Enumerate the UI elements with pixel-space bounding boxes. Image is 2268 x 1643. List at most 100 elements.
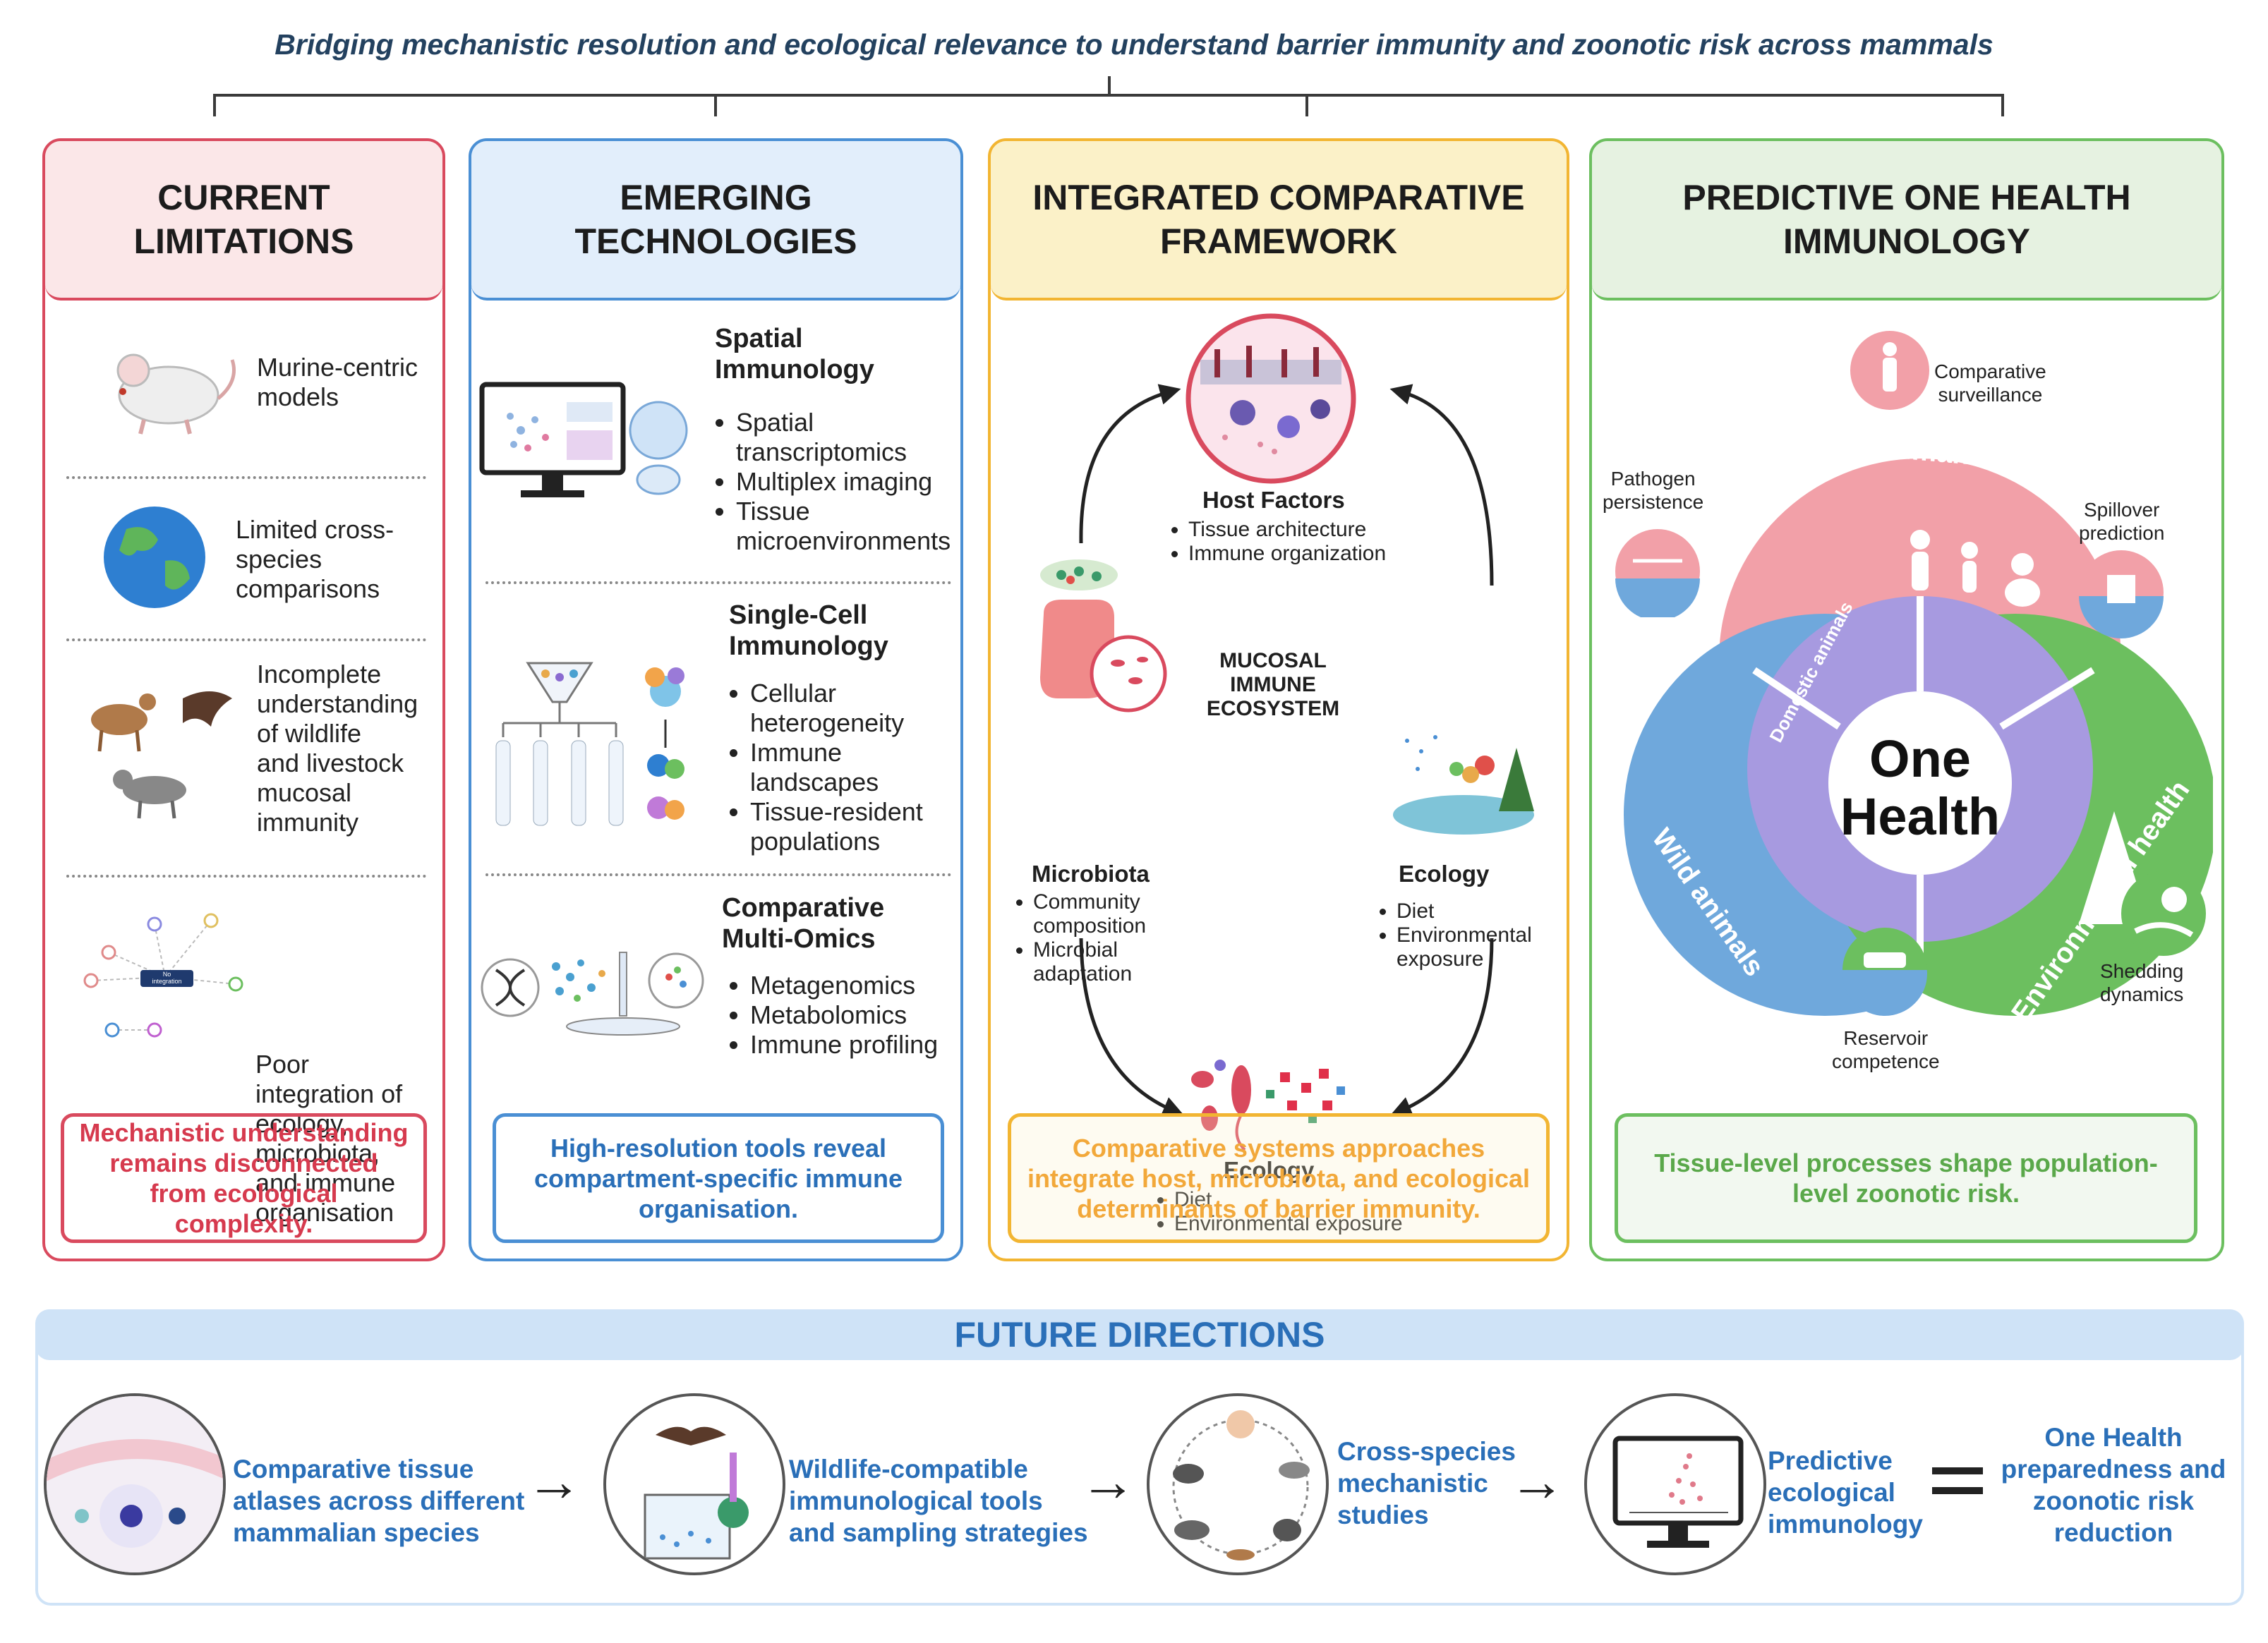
arrow-right-icon: →: [1080, 1450, 1136, 1512]
pathogen-persistence-label: Pathogen persistence: [1603, 468, 1704, 513]
network-icon: [83, 913, 243, 1038]
column-header: CURRENT LIMITATIONS: [45, 141, 442, 301]
column-header: PREDICTIVE ONE HEALTH IMMUNOLOGY: [1592, 141, 2221, 301]
bullet: Environmental exposure: [1174, 1212, 1471, 1236]
one-health-venn: [1624, 459, 2213, 1016]
step-cross-species: Cross-species mechanistic studies: [1337, 1437, 1516, 1529]
predictive-ecology-icon: [1584, 1393, 1766, 1575]
ecology-bottom-title: Ecology: [1224, 1157, 1315, 1183]
section-single-cell-title: Single-Cell Immunology: [729, 600, 888, 661]
column-header: EMERGING TECHNOLOGIES: [471, 141, 960, 301]
cycle-arrows: [1079, 384, 1494, 1117]
ecology-bottom-bullets: Diet Environmental exposure: [1153, 1188, 1471, 1236]
step-wildlife-tools: Wildlife-compatible immunological tools …: [789, 1455, 1088, 1547]
ecology-right-title: Ecology: [1399, 861, 1490, 887]
column-current-limitations: CURRENT LIMITATIONS Murine-centric model…: [42, 138, 445, 1261]
mouse-icon: [116, 353, 236, 435]
column-header-text: PREDICTIVE ONE HEALTH IMMUNOLOGY: [1682, 178, 2131, 261]
comparative-surveillance-label: Comparative surveillance: [1934, 360, 2046, 406]
divider: [485, 873, 951, 876]
section-multi-omics-title: Comparative Multi-Omics: [722, 893, 885, 954]
bracket-tick-3: [1305, 94, 1308, 116]
mucosal-immune-ecosystem-label: MUCOSAL IMMUNE ECOSYSTEM: [1206, 649, 1340, 720]
bullet: Environmental exposure: [1397, 923, 1567, 971]
summary-current-limitations: Mechanistic understanding remains discon…: [61, 1113, 427, 1243]
bullet: Tissue microenvironments: [736, 497, 960, 556]
bullet: Microbial adaptation: [1033, 938, 1217, 986]
shedding-dynamics-label: Shedding dynamics: [2100, 960, 2184, 1005]
bullet: Spatial transcriptomics: [736, 408, 960, 467]
cross-species-icon: [1147, 1393, 1329, 1575]
bracket-tick-4: [2001, 94, 2004, 116]
column-header-text: EMERGING TECHNOLOGIES: [574, 178, 857, 261]
globe-icon: [104, 507, 205, 608]
bullet: Multiplex imaging: [736, 467, 960, 497]
limitation-wildlife: Incomplete understanding of wildlife and…: [257, 660, 418, 837]
bullet: Immune profiling: [750, 1030, 960, 1060]
section-spatial-bullets: Spatial transcriptomics Multiplex imagin…: [715, 408, 960, 556]
column-integrated-framework: INTEGRATED COMPARATIVE FRAMEWORK Host Fa…: [988, 138, 1569, 1261]
wildlife-tools-icon: [603, 1393, 785, 1575]
spillover-prediction-label: Spillover prediction: [2079, 499, 2165, 544]
microbiota-gut-icon: [1040, 559, 1167, 713]
host-tissue-icon: [1186, 313, 1356, 484]
arrow-right-icon: →: [1509, 1450, 1565, 1512]
step-predictive-ecology: Predictive ecological immunology: [1768, 1446, 1923, 1539]
bracket-horizontal: [213, 94, 2004, 97]
column-predictive-one-health: PREDICTIVE ONE HEALTH IMMUNOLOGY One Hea…: [1589, 138, 2224, 1261]
reservoir-competence-label: Reservoir competence: [1832, 1027, 1940, 1072]
column-header: INTEGRATED COMPARATIVE FRAMEWORK: [991, 141, 1567, 301]
bullet: Diet: [1397, 899, 1567, 923]
column-header-text: CURRENT LIMITATIONS: [133, 178, 354, 261]
bullet: Tissue-resident populations: [750, 797, 960, 856]
outcome-one-health: One Health preparedness and zoonotic ris…: [2001, 1423, 2226, 1547]
spillover-prediction-icon: [2079, 550, 2164, 638]
microbiota-bullets: Community composition Microbial adaptati…: [1012, 890, 1217, 986]
summary-emerging-technologies: High-resolution tools reveal compartment…: [493, 1113, 944, 1243]
step-tissue-atlases: Comparative tissue atlases across differ…: [233, 1455, 525, 1547]
bracket-center-tick: [1108, 76, 1111, 95]
bullet: Community composition: [1033, 890, 1217, 938]
ecology-right-bullets: Diet Environmental exposure: [1375, 899, 1567, 971]
divider: [66, 476, 426, 479]
bracket-tick-1: [213, 94, 216, 116]
figure-title: Bridging mechanistic resolution and ecol…: [275, 28, 1993, 61]
divider: [485, 581, 951, 584]
host-factors-bullets: Tissue architecture Immune organization: [1167, 518, 1471, 566]
no-integration-label: No integration: [152, 971, 182, 985]
bullet: Diet: [1174, 1188, 1471, 1212]
column-header-text: INTEGRATED COMPARATIVE FRAMEWORK: [1032, 178, 1525, 261]
limitation-murine: Murine-centric models: [257, 353, 418, 411]
microbiota-title: Microbiota: [1032, 861, 1150, 887]
future-directions-header: FUTURE DIRECTIONS: [35, 1309, 2244, 1360]
ecology-landscape-icon: [1393, 735, 1534, 835]
bullet: Metagenomics: [750, 971, 960, 1000]
section-single-cell-bullets: Cellular heterogeneity Immune landscapes…: [729, 679, 960, 856]
bullet: Metabolomics: [750, 1000, 960, 1030]
divider: [66, 875, 426, 878]
limitation-cross-species: Limited cross- species comparisons: [236, 515, 394, 603]
tissue-atlas-icon: [44, 1393, 226, 1575]
section-spatial-title: Spatial Immunology: [715, 324, 874, 384]
pathogen-persistence-icon: [1615, 529, 1700, 617]
section-multi-omics-bullets: Metagenomics Metabolomics Immune profili…: [729, 971, 960, 1060]
bullet: Cellular heterogeneity: [750, 679, 960, 738]
spatial-monitor-icon: [479, 382, 688, 497]
reservoir-competence-icon: [1842, 928, 1927, 1016]
multi-omics-icon: [481, 952, 704, 1036]
arrow-right-icon: →: [526, 1450, 582, 1512]
comparative-surveillance-icon: [1850, 331, 1929, 410]
ecology-microbes-icon: [1191, 1060, 1345, 1151]
single-cell-icon: [495, 662, 684, 826]
bullet: Immune landscapes: [750, 738, 960, 797]
bracket-tick-2: [714, 94, 717, 116]
bullet: Tissue architecture: [1188, 518, 1471, 542]
one-health-center-label: One Health: [1840, 729, 2001, 846]
summary-integrated-framework: Comparative systems approaches integrate…: [1008, 1113, 1550, 1243]
summary-predictive-one-health: Tissue-level processes shape population-…: [1615, 1113, 2197, 1243]
divider: [66, 638, 426, 641]
equals-sign-lower: [1932, 1487, 1983, 1494]
column-emerging-technologies: EMERGING TECHNOLOGIES Spatial Immunology…: [469, 138, 963, 1261]
wildlife-icon: [91, 691, 232, 819]
bullet: Immune organization: [1188, 542, 1471, 566]
